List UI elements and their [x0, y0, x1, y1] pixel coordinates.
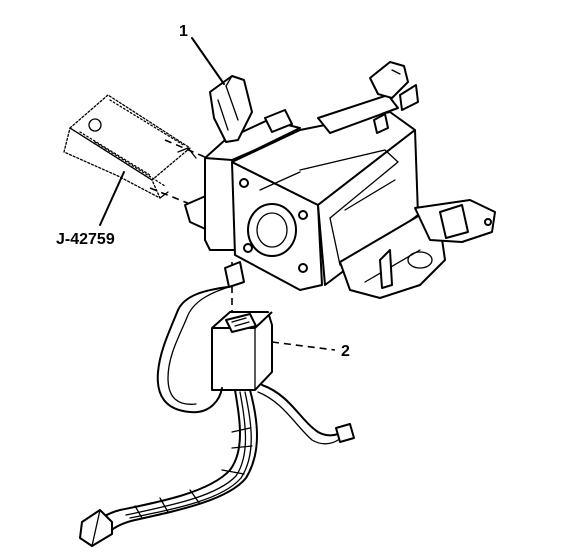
item-2-switch-module — [211, 261, 273, 391]
leader-item-2 — [271, 341, 336, 351]
callout-1: 1 — [179, 23, 188, 40]
leader-item-1 — [191, 37, 225, 85]
tool-j42759 — [63, 94, 197, 199]
guide-line-upper — [164, 139, 213, 161]
callout-tool: J-42759 — [56, 231, 115, 248]
item-1-part — [209, 75, 253, 143]
wire-harness — [79, 285, 355, 547]
callout-2: 2 — [341, 343, 350, 360]
leader-tool — [99, 171, 125, 226]
lock-housing — [184, 61, 496, 299]
